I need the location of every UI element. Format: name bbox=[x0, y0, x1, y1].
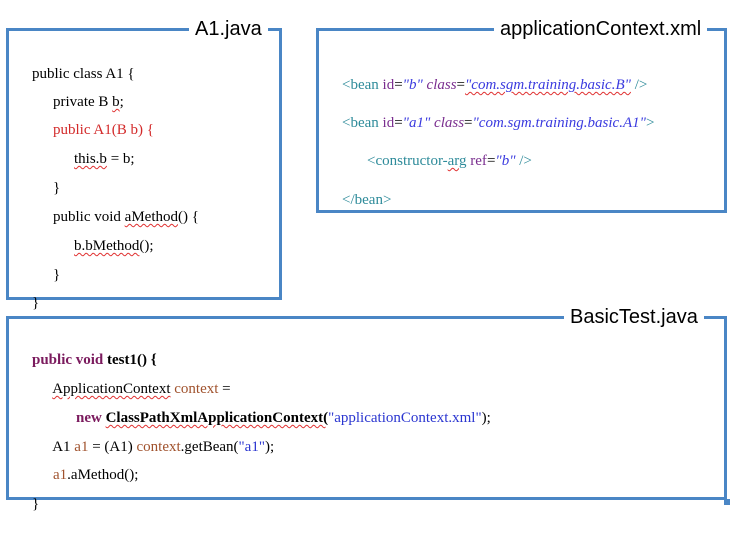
xml-eq: = bbox=[394, 115, 403, 131]
code-line-constructor: public A1(B b) { bbox=[38, 100, 154, 160]
test-line-method-decl: public void test1() { bbox=[17, 330, 157, 390]
xml-tag: <bean bbox=[342, 77, 383, 93]
code-text: ; bbox=[119, 94, 124, 110]
code-text: (); bbox=[139, 238, 154, 254]
code-method: b.bMethod bbox=[74, 238, 140, 254]
xml-line-bean-b: <bean id="b" class="com.sgm.training.bas… bbox=[327, 55, 647, 115]
code-var: b bbox=[112, 94, 120, 110]
code-string: "a1" bbox=[238, 439, 265, 455]
code-string: "applicationContext.xml" bbox=[328, 410, 482, 426]
code-text: ); bbox=[481, 410, 491, 426]
code-var: context bbox=[136, 439, 181, 455]
a1-java-title: A1.java bbox=[189, 17, 268, 41]
xml-attr: ref bbox=[466, 153, 487, 169]
xml-eq: = bbox=[464, 115, 473, 131]
code-method: test1() { bbox=[107, 352, 157, 368]
basic-test-title: BasicTest.java bbox=[564, 305, 704, 329]
test-line-a-method-call: a1.aMethod(); bbox=[38, 445, 138, 505]
application-context-title: applicationContext.xml bbox=[494, 17, 708, 41]
xml-eq: = bbox=[456, 77, 465, 93]
code-text: public A1(B b) { bbox=[53, 122, 154, 138]
a1-java-panel: A1.java public class A1 { private B b; p… bbox=[6, 17, 282, 311]
code-text: () { bbox=[178, 209, 199, 225]
code-type: ClassPathXmlApplicationContext( bbox=[105, 410, 329, 426]
code-keyword: public void bbox=[32, 352, 108, 368]
xml-value: "com.sgm.training.basic.B" bbox=[465, 77, 631, 93]
xml-eq: = bbox=[394, 77, 403, 93]
xml-value: "a1" bbox=[402, 115, 431, 131]
code-text: } bbox=[32, 496, 40, 512]
xml-tag: <constructor- bbox=[367, 153, 448, 169]
xml-value: "b" bbox=[402, 77, 423, 93]
xml-tag: > bbox=[645, 115, 655, 131]
xml-tag: </bean> bbox=[342, 192, 392, 208]
basic-test-panel: BasicTest.java public void test1() { App… bbox=[6, 305, 730, 512]
xml-line-constructor-arg: <constructor-arg ref="b" /> bbox=[352, 131, 532, 191]
application-context-panel: applicationContext.xml <bean id="b" clas… bbox=[316, 17, 727, 213]
code-text: public void bbox=[53, 209, 125, 225]
xml-value: "com.sgm.training.basic.A1" bbox=[472, 115, 646, 131]
code-var: context bbox=[170, 381, 219, 397]
code-line-method-decl: public void aMethod() { bbox=[38, 187, 199, 247]
code-text: .aMethod(); bbox=[67, 467, 139, 483]
code-text: private B bbox=[53, 94, 113, 110]
xml-tag: <bean bbox=[342, 115, 383, 131]
code-method: aMethod bbox=[124, 209, 178, 225]
xml-attr: class bbox=[422, 77, 457, 93]
code-line-close-class: } bbox=[17, 273, 39, 333]
xml-tag: /> bbox=[515, 153, 532, 169]
code-var: this.b bbox=[74, 151, 107, 167]
xml-tag: /> bbox=[630, 77, 648, 93]
code-text: } bbox=[53, 267, 61, 283]
code-line-class-decl: public class A1 { bbox=[17, 44, 135, 104]
code-line-field: private B b; bbox=[38, 72, 124, 132]
code-text: = bbox=[218, 381, 231, 397]
test-line-new-context: new ClassPathXmlApplicationContext("appl… bbox=[61, 388, 491, 448]
xml-eq: = bbox=[486, 153, 496, 169]
code-line-close-method: } bbox=[38, 245, 60, 305]
xml-line-bean-a1: <bean id="a1" class="com.sgm.training.ba… bbox=[327, 93, 654, 153]
code-text: ); bbox=[264, 439, 275, 455]
xml-value: "b" bbox=[495, 153, 516, 169]
code-keyword: new bbox=[76, 410, 106, 426]
code-line-assign: this.b = b; bbox=[59, 129, 135, 189]
code-var: a1 bbox=[74, 439, 89, 455]
code-text: .getBean( bbox=[180, 439, 239, 455]
code-line-close-ctor: } bbox=[38, 158, 60, 218]
xml-attr: class bbox=[430, 115, 465, 131]
code-var: a1 bbox=[53, 467, 68, 483]
xml-attr: id bbox=[382, 77, 395, 93]
code-line-call: b.bMethod(); bbox=[59, 216, 154, 276]
code-text: A1 bbox=[52, 439, 75, 455]
xml-attr: id bbox=[382, 115, 395, 131]
xml-line-end-bean: </bean> bbox=[327, 170, 391, 230]
test-line-context-decl: ApplicationContext context = bbox=[38, 359, 231, 419]
corner-mark bbox=[724, 499, 730, 505]
code-type: ApplicationContext bbox=[52, 381, 171, 397]
code-text: public class A1 { bbox=[32, 66, 135, 82]
code-text: = b; bbox=[106, 151, 135, 167]
xml-tag: arg bbox=[447, 153, 467, 169]
test-line-get-bean: A1 a1 = (A1) context.getBean("a1"); bbox=[38, 417, 274, 477]
code-text: = (A1) bbox=[88, 439, 137, 455]
test-line-close: } bbox=[17, 474, 39, 534]
code-text: } bbox=[32, 295, 40, 311]
code-text: } bbox=[53, 180, 61, 196]
